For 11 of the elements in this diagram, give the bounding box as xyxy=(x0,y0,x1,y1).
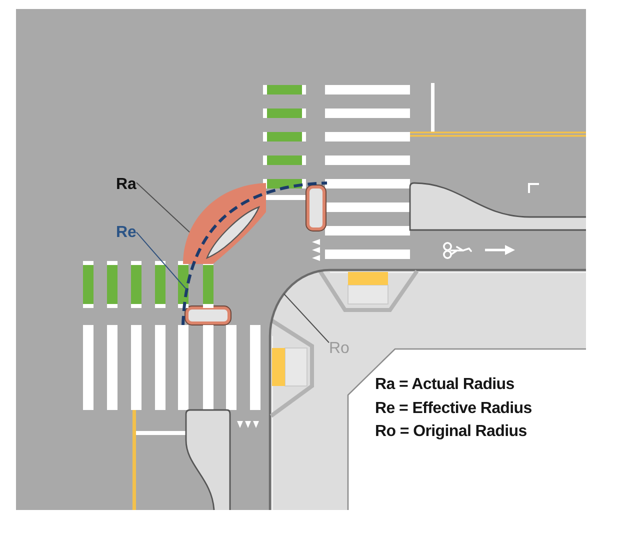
curb-corner-arc xyxy=(268,268,330,336)
radius-label: Re xyxy=(116,225,136,241)
definition-text: Ro = Original Radius xyxy=(375,424,527,440)
definition-text: Ra = Actual Radius xyxy=(375,377,514,393)
definition-text: Re = Effective Radius xyxy=(375,400,532,416)
leader-line xyxy=(136,182,190,233)
radius-label: Ro xyxy=(329,341,350,357)
leader-line xyxy=(136,232,188,290)
leader-line xyxy=(283,293,330,344)
dashed-curve xyxy=(182,182,328,326)
radius-label: Ra xyxy=(116,177,136,193)
